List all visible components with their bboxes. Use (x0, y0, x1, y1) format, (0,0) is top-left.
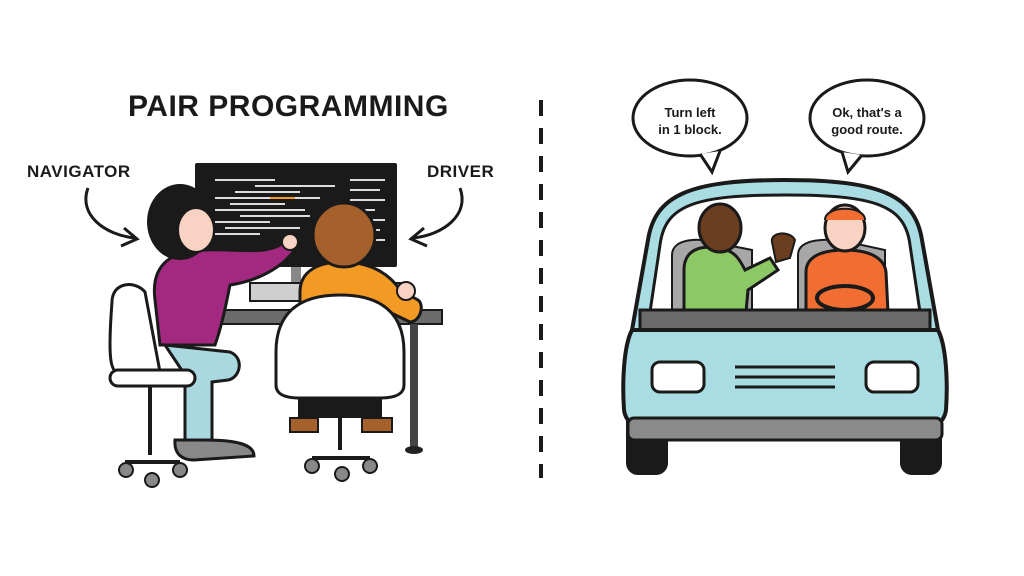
speech-line: Ok, that's a (832, 105, 902, 120)
navigator-label: NAVIGATOR (27, 162, 131, 181)
speech-bubble-left-text: Turn left in 1 block. (635, 104, 745, 138)
headlight-left (650, 360, 706, 394)
navigator-person (147, 184, 299, 462)
driver-chair (274, 293, 406, 482)
driver-label: DRIVER (427, 162, 495, 181)
speech-bubble-right (808, 78, 926, 176)
navigator-arrow-icon (84, 187, 136, 240)
speech-bubble-right-text: Ok, that's a good route. (812, 104, 922, 138)
headlight-right (864, 360, 920, 394)
speech-line: in 1 block. (658, 122, 722, 137)
car-icon (621, 177, 949, 475)
page-title: PAIR PROGRAMMING (128, 90, 449, 123)
speech-bubble-left (631, 78, 749, 176)
speech-line: good route. (831, 122, 903, 137)
driver-arrow-icon (412, 187, 464, 240)
speech-line: Turn left (664, 105, 716, 120)
navigator-chair (108, 283, 197, 488)
